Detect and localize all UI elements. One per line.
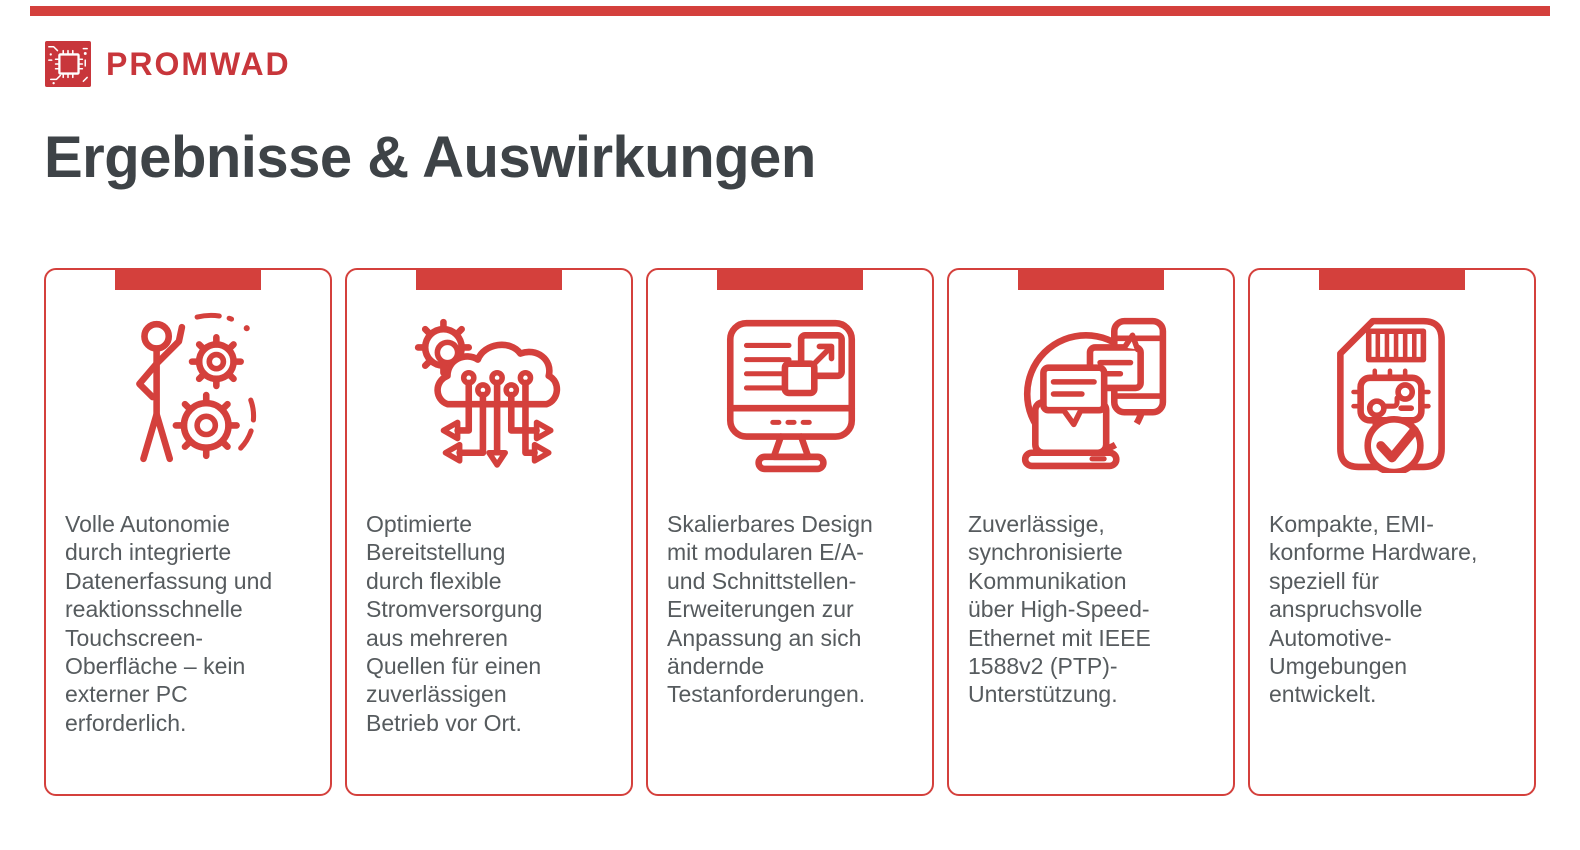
card-top-tab <box>416 267 562 290</box>
person-with-gears-icon <box>136 312 257 463</box>
card-text: Kompakte, EMI- konforme Hardware, spezie… <box>1269 511 1478 708</box>
card-text: Optimierte Bereitstellung durch flexible… <box>366 511 543 736</box>
sd-card-checkmark-icon <box>1337 317 1445 473</box>
card-communication: Zuverlässige, synchronisierte Kommunikat… <box>947 267 1235 796</box>
brand-logo: PROMWAD <box>45 41 291 87</box>
cloud-power-sources-icon <box>414 318 561 468</box>
monitor-scalable-design-icon <box>726 319 856 473</box>
page-title: Ergebnisse & Auswirkungen <box>44 125 816 190</box>
card-power-supply: Optimierte Bereitstellung durch flexible… <box>345 267 633 796</box>
card-text: Volle Autonomie durch integrierte Datene… <box>65 511 273 736</box>
brand-name: PROMWAD <box>106 45 291 82</box>
results-cards: Volle Autonomie durch integrierte Datene… <box>44 267 1536 796</box>
top-accent-bar <box>30 6 1550 16</box>
card-text: Skalierbares Design mit modularen E/A- u… <box>667 511 873 708</box>
card-scalable-design: Skalierbares Design mit modularen E/A- u… <box>646 267 934 796</box>
card-top-tab <box>1018 267 1164 290</box>
card-top-tab <box>717 267 863 290</box>
promwad-chip-logo-icon <box>45 41 91 87</box>
card-text: Zuverlässige, synchronisierte Kommunikat… <box>968 511 1151 708</box>
devices-sync-communication-icon <box>1021 317 1167 470</box>
card-autonomy: Volle Autonomie durch integrierte Datene… <box>44 267 332 796</box>
card-top-tab <box>1319 267 1465 290</box>
card-compact-hardware: Kompakte, EMI- konforme Hardware, spezie… <box>1248 267 1536 796</box>
card-top-tab <box>115 267 261 290</box>
